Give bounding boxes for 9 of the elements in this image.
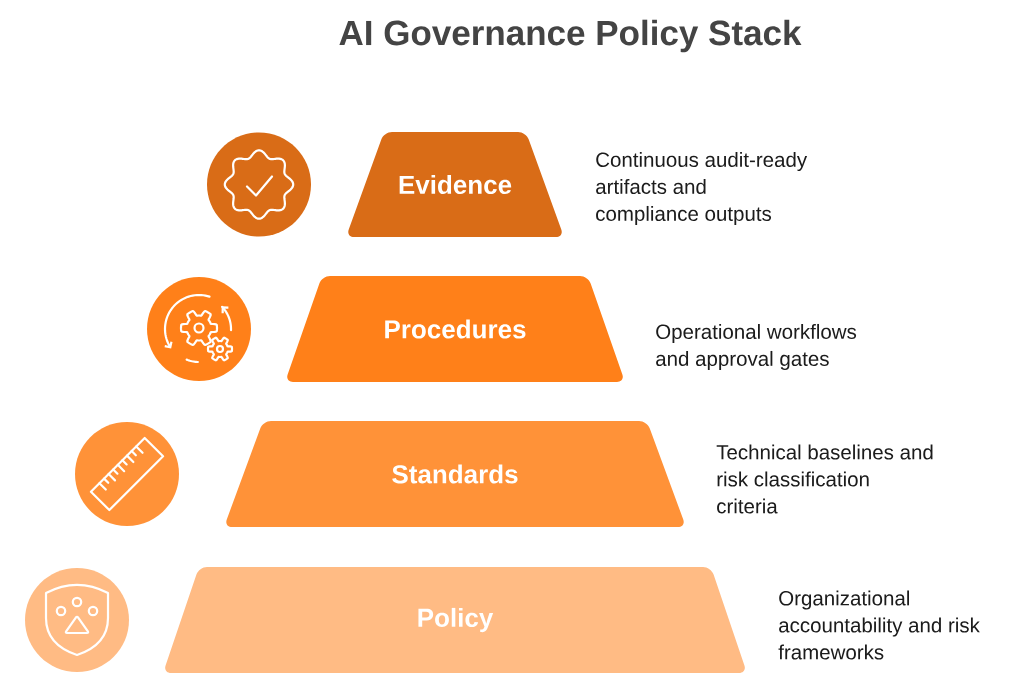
pyramid-tier: Evidence — [348, 132, 562, 237]
pyramid-tier: Procedures — [287, 276, 623, 382]
tier-description: Technical baselines and risk classification criteria — [716, 444, 933, 514]
title: AI Governance Policy Stack — [339, 19, 802, 53]
tier-description: Continuous audit-ready artifacts and compliance outputs — [596, 151, 808, 226]
pyramid-tier: Standards — [226, 421, 684, 527]
tier-description: Organizational accountability and risk frameworks — [778, 590, 980, 660]
pyramid-tier: Policy — [165, 567, 745, 673]
tier-description: Operational workflows and approval gates — [656, 323, 857, 371]
